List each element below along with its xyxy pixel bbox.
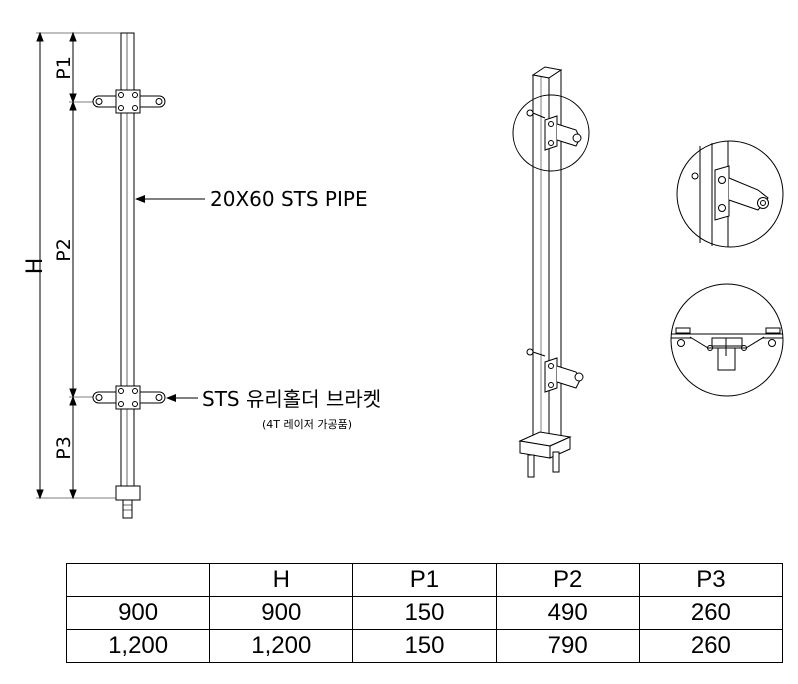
table-header-row: H P1 P2 P3	[65, 563, 784, 597]
table-header-cell: P2	[495, 563, 640, 597]
front-elevation-view	[36, 31, 205, 519]
table-cell: 150	[352, 629, 497, 663]
table-row: 1,200 1,200 150 790 260	[65, 629, 784, 663]
table-header-cell: P3	[638, 563, 784, 597]
table-cell: 900	[209, 596, 354, 630]
table-cell: 900	[65, 596, 211, 630]
detail-view-top	[670, 283, 784, 397]
table-header-cell	[65, 563, 211, 597]
table-cell: 1,200	[209, 629, 354, 663]
table-cell: 490	[495, 596, 640, 630]
table-cell: 260	[638, 629, 784, 663]
base-plate-front	[115, 485, 141, 501]
dim-label-p3: P3	[53, 436, 75, 460]
bracket-callout-note: (4T 레이저 가공품)	[262, 418, 352, 431]
pipe-callout: 20X60 STS PIPE	[210, 187, 368, 211]
detail-circle-iso	[512, 94, 590, 172]
table-row: 900 900 150 490 260	[65, 596, 784, 630]
isometric-view	[512, 66, 590, 478]
dim-label-h: H	[23, 258, 48, 275]
table-header-cell: H	[209, 563, 354, 597]
table-cell: 150	[352, 596, 497, 630]
table-cell: 1,200	[65, 629, 211, 663]
table-header-cell: P1	[352, 563, 497, 597]
bracket-callout: STS 유리홀더 브라켓	[202, 387, 381, 411]
table-cell: 260	[638, 596, 784, 630]
dim-label-p1: P1	[53, 56, 75, 80]
bracket-upper	[92, 89, 166, 114]
table-cell: 790	[495, 629, 640, 663]
dim-label-p2: P2	[53, 238, 75, 262]
dimension-spec-table: H P1 P2 P3 900 900 150 490 260 1,200 1,2…	[65, 563, 784, 663]
bracket-lower	[92, 385, 166, 410]
detail-view-side	[676, 140, 784, 248]
